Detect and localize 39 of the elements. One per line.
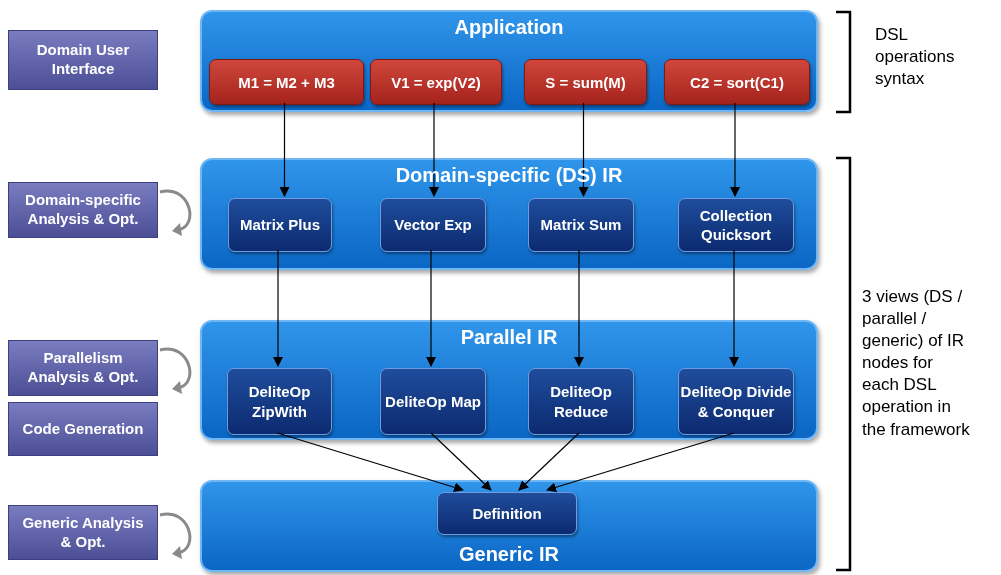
ir-layer-panel xyxy=(200,10,818,112)
analysis-box: Code Generation xyxy=(8,402,158,456)
arrow xyxy=(429,102,439,197)
analysis-box: Parallelism Analysis & Opt. xyxy=(8,340,158,396)
layer-title: Generic IR xyxy=(458,542,559,567)
ir-node-box: Collection Quicksort xyxy=(678,198,794,252)
annotation-text: DSL operations syntax xyxy=(875,24,956,91)
arrow xyxy=(276,432,464,493)
operation-box: M1 = M2 + M3 xyxy=(209,59,364,105)
ir-node-box: DeliteOp Reduce xyxy=(528,368,634,435)
operation-box: S = sum(M) xyxy=(524,59,647,105)
operation-box: C2 = sort(C1) xyxy=(664,59,810,105)
arrow xyxy=(518,432,580,491)
operation-box: V1 = exp(V2) xyxy=(370,59,502,105)
ir-layer-panel xyxy=(200,158,818,270)
ir-node-box: Matrix Plus xyxy=(228,198,332,252)
analysis-box: Domain-specific Analysis & Opt. xyxy=(8,182,158,238)
analysis-box: Generic Analysis & Opt. xyxy=(8,505,158,560)
arrow xyxy=(730,102,740,197)
ir-node-box: Matrix Sum xyxy=(528,198,634,252)
ir-layer-panel xyxy=(200,480,818,572)
analysis-box: Domain User Interface xyxy=(8,30,158,90)
ir-layer-panel xyxy=(200,320,818,440)
ir-node-box: DeliteOp Map xyxy=(380,368,486,435)
arrow xyxy=(574,249,584,367)
arrow xyxy=(273,249,283,367)
layer-title: Parallel IR xyxy=(460,325,558,350)
ir-node-box: DeliteOp ZipWith xyxy=(227,368,332,435)
arrow xyxy=(430,432,492,491)
arrow xyxy=(729,249,739,367)
layer-title: Application xyxy=(454,15,564,40)
arrow xyxy=(279,102,290,197)
ir-node-box: Definition xyxy=(437,492,577,535)
arrow xyxy=(426,249,436,367)
arrow xyxy=(546,432,735,493)
ir-node-box: DeliteOp Divide & Conquer xyxy=(678,368,794,435)
annotation-text: 3 views (DS / parallel / generic) of IR nodes for each DSL operation in the framework xyxy=(862,286,971,441)
arrow xyxy=(578,102,589,197)
ir-node-box: Vector Exp xyxy=(380,198,486,252)
